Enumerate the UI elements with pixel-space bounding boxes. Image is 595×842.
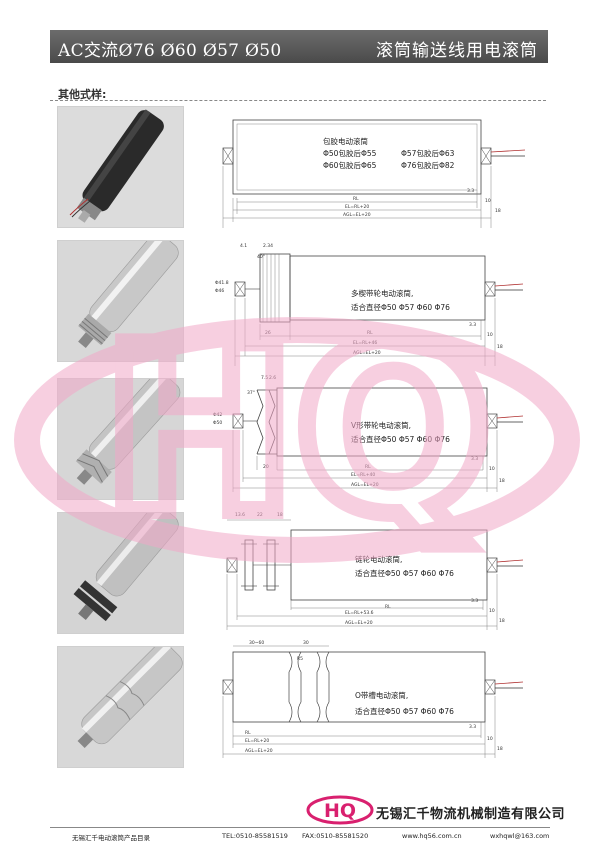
product-photo-poly-v-roller bbox=[57, 240, 184, 362]
dim-label: 3.3 bbox=[467, 188, 474, 194]
footer-web: www.hq56.com.cn bbox=[402, 832, 462, 840]
dim-label: 10 bbox=[489, 608, 495, 614]
dim-label: 10 bbox=[485, 198, 491, 204]
note-line: 包胶电动滚筒 bbox=[323, 136, 368, 146]
dim-label: Φ50 bbox=[213, 420, 222, 426]
header-left-title: AC交流Ø76 Ø60 Ø57 Ø50 bbox=[58, 41, 282, 61]
dim-label: EL=RL+20 bbox=[245, 738, 269, 744]
dim-label: 18 bbox=[495, 208, 501, 214]
note-line: 多楔带轮电动滚筒, bbox=[351, 288, 413, 298]
product-drawing-poly-v-roller: 4.1 2.34 40° Φ41.8 Φ46 多楔带轮电动滚筒, 适合直径Φ50… bbox=[205, 240, 535, 368]
product-photo-sprocket-roller bbox=[57, 512, 184, 634]
dim-label: 26 bbox=[265, 330, 271, 336]
note-line: 适合直径Φ50 Φ57 Φ60 Φ76 bbox=[351, 434, 450, 444]
product-photo-v-belt-roller bbox=[57, 378, 184, 500]
section-label: 其他式样: bbox=[58, 88, 107, 101]
dim-label: 40° bbox=[257, 254, 265, 260]
note-line: Φ57包胶后Φ63 bbox=[401, 148, 455, 158]
dim-label: 2.6 bbox=[269, 375, 276, 381]
footer-tel: TEL:0510-85581519 bbox=[222, 832, 288, 840]
note-line: 适合直径Φ50 Φ57 Φ60 Φ76 bbox=[355, 568, 454, 578]
note-line: 适合直径Φ50 Φ57 Φ60 Φ76 bbox=[355, 706, 454, 716]
product-drawing-rubber-roller: 包胶电动滚筒 Φ50包胶后Φ55 Φ57包胶后Φ63 Φ60包胶后Φ65 Φ76… bbox=[205, 110, 535, 230]
dim-label: EL=RL+20 bbox=[345, 204, 369, 210]
note-line: Φ76包胶后Φ82 bbox=[401, 160, 455, 170]
product-drawing-sprocket-roller: 13.6 22 18 链轮电动滚筒, 适合直径Φ50 Φ57 Φ60 Φ76 R… bbox=[205, 508, 535, 632]
dim-label: 10 bbox=[487, 332, 493, 338]
dim-label: 4.1 bbox=[240, 243, 247, 249]
dim-label: AGL=EL+20 bbox=[343, 212, 371, 218]
dim-label: 13.6 bbox=[235, 512, 245, 518]
product-drawing-v-belt-roller: 7.5 2.6 37° Φ42 Φ50 V形带轮电动滚筒, 适合直径Φ50 Φ5… bbox=[205, 370, 535, 496]
product-photo-rubber-roller bbox=[57, 106, 184, 228]
dim-label: 3.3 bbox=[471, 598, 478, 604]
dim-label: AGL=EL+20 bbox=[353, 350, 381, 356]
dim-label: AGL=EL+20 bbox=[351, 482, 379, 488]
note-line: Φ60包胶后Φ65 bbox=[323, 160, 377, 170]
dim-label: 10 bbox=[489, 466, 495, 472]
dim-label: Φ42 bbox=[213, 412, 222, 418]
dim-label: 30 bbox=[303, 640, 309, 646]
dim-label: EL=RL+53.6 bbox=[345, 610, 374, 616]
dim-label: 18 bbox=[497, 746, 503, 752]
product-drawing-o-groove-roller: 30~60 30 R5 O带槽电动滚筒, 适合直径Φ50 Φ57 Φ60 Φ76… bbox=[205, 636, 535, 762]
dim-label: 18 bbox=[277, 512, 283, 518]
dim-label: 18 bbox=[499, 478, 505, 484]
dim-label: 3.3 bbox=[471, 456, 478, 462]
dim-label: 37° bbox=[247, 390, 255, 396]
dim-label: RL bbox=[385, 604, 391, 610]
footer-fax: FAX:0510-85581520 bbox=[302, 832, 369, 840]
company-name: 无锡汇千物流机械制造有限公司 bbox=[376, 807, 566, 822]
dim-label: 22 bbox=[257, 512, 263, 518]
dim-label: 30~60 bbox=[249, 640, 264, 646]
dim-label: 10 bbox=[487, 736, 493, 742]
dim-label: 3.3 bbox=[469, 724, 476, 730]
dim-label: AGL=EL+20 bbox=[245, 748, 273, 754]
header-bar: AC交流Ø76 Ø60 Ø57 Ø50 滚筒输送线用电滚筒 bbox=[50, 30, 548, 63]
dim-label: RL bbox=[365, 464, 371, 470]
dim-label: RL bbox=[367, 330, 373, 336]
dim-label: 18 bbox=[499, 618, 505, 624]
dim-label: 20 bbox=[263, 464, 269, 470]
header-right-title: 滚筒输送线用电滚筒 bbox=[376, 41, 538, 61]
dim-label: AGL=EL+20 bbox=[345, 620, 373, 626]
note-line: 链轮电动滚筒, bbox=[355, 554, 402, 564]
dim-label: 3.3 bbox=[469, 322, 476, 328]
dim-label: R5 bbox=[297, 656, 303, 662]
dim-label: Φ46 bbox=[215, 288, 224, 294]
footer-catalog: 无锡汇千电动滚筒产品目录 bbox=[72, 834, 150, 842]
dim-label: 7.5 bbox=[261, 375, 268, 381]
dim-label: 18 bbox=[497, 344, 503, 350]
logo-text: HQ bbox=[324, 800, 356, 822]
product-photo-o-groove-roller bbox=[57, 646, 184, 768]
note-line: 适合直径Φ50 Φ57 Φ60 Φ76 bbox=[351, 302, 450, 312]
dim-label: 2.34 bbox=[263, 243, 273, 249]
dim-label: EL=RL+46 bbox=[353, 340, 377, 346]
dim-label: EL=RL+40 bbox=[351, 472, 375, 478]
footer-divider bbox=[50, 827, 550, 828]
note-line: V形带轮电动滚筒, bbox=[351, 420, 411, 430]
dim-label: RL bbox=[245, 730, 251, 736]
company-logo: HQ bbox=[306, 795, 374, 825]
note-line: O带槽电动滚筒, bbox=[355, 690, 408, 700]
note-line: Φ50包胶后Φ55 bbox=[323, 148, 377, 158]
dim-label: Φ41.8 bbox=[215, 280, 229, 286]
dim-label: RL bbox=[353, 196, 359, 202]
section-divider bbox=[50, 100, 546, 101]
footer-email: wxhqwl@163.com bbox=[490, 832, 550, 840]
